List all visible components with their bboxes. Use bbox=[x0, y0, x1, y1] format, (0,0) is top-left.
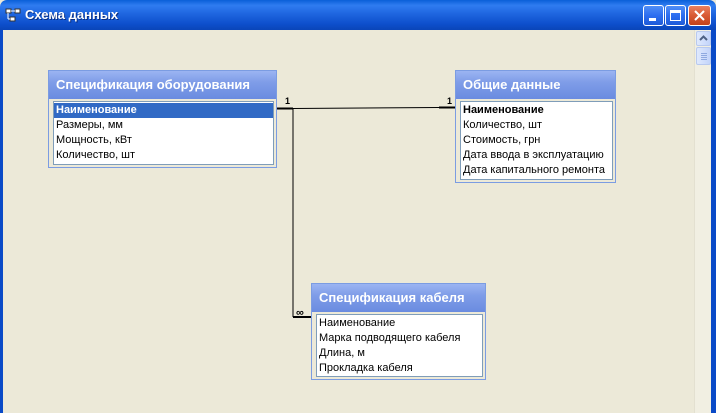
relationships-app-icon bbox=[5, 8, 21, 22]
field-item[interactable]: Наименование bbox=[463, 104, 544, 116]
field-item[interactable]: Количество, шт bbox=[463, 119, 543, 131]
cardinality-one-label: 1 bbox=[447, 96, 453, 106]
arrow-up-icon bbox=[699, 35, 708, 41]
field-item[interactable]: Длина, м bbox=[319, 347, 365, 359]
field-item[interactable]: Прокладка кабеля bbox=[319, 362, 413, 374]
maximize-button[interactable] bbox=[665, 5, 686, 26]
field-item[interactable]: Дата ввода в эксплуатацию bbox=[463, 149, 604, 161]
relationship-equipment-cable[interactable] bbox=[292, 109, 311, 318]
field-item[interactable]: Наименование bbox=[319, 317, 396, 329]
scroll-thumb[interactable] bbox=[696, 47, 711, 65]
maximize-icon bbox=[670, 10, 681, 21]
table-title[interactable]: Общие данные bbox=[456, 71, 615, 99]
relationship-equipment-general[interactable] bbox=[277, 106, 455, 110]
field-list[interactable]: Наименование Марка подводящего кабеля Дл… bbox=[316, 314, 483, 377]
window-frame-right bbox=[711, 30, 716, 413]
table-cable-specification[interactable]: Спецификация кабеля Наименование Марка п… bbox=[311, 283, 486, 380]
field-list[interactable]: Наименование Размеры, мм Мощность, кВт К… bbox=[53, 101, 274, 165]
scroll-up-button[interactable] bbox=[696, 31, 711, 46]
close-button[interactable] bbox=[688, 5, 711, 26]
diagram-canvas[interactable]: 1 1 ∞ Спецификация оборудования Наименов… bbox=[3, 30, 694, 413]
cardinality-many-label: ∞ bbox=[296, 307, 304, 319]
field-item[interactable]: Марка подводящего кабеля bbox=[319, 332, 461, 344]
close-icon bbox=[694, 10, 705, 21]
table-title[interactable]: Спецификация оборудования bbox=[49, 71, 276, 99]
cardinality-one-label: 1 bbox=[285, 96, 291, 106]
minimize-icon bbox=[649, 18, 656, 21]
field-item[interactable]: Размеры, мм bbox=[56, 119, 123, 131]
field-item[interactable]: Дата капитального ремонта bbox=[463, 164, 606, 176]
field-item[interactable]: Количество, шт bbox=[56, 149, 136, 161]
table-equipment-specification[interactable]: Спецификация оборудования Наименование Р… bbox=[48, 70, 277, 168]
minimize-button[interactable] bbox=[643, 5, 664, 26]
window-frame-left bbox=[0, 30, 3, 413]
field-list[interactable]: Наименование Количество, шт Стоимость, г… bbox=[460, 101, 613, 180]
vertical-scrollbar[interactable] bbox=[694, 30, 712, 413]
table-general-data[interactable]: Общие данные Наименование Количество, шт… bbox=[455, 70, 616, 183]
field-item[interactable]: Мощность, кВт bbox=[56, 134, 132, 146]
window-title: Схема данных bbox=[25, 7, 119, 22]
table-title[interactable]: Спецификация кабеля bbox=[312, 284, 485, 312]
title-bar[interactable]: Схема данных bbox=[0, 0, 716, 30]
relationship-lines bbox=[277, 106, 455, 318]
field-item[interactable]: Стоимость, грн bbox=[463, 134, 541, 146]
field-item[interactable]: Наименование bbox=[54, 103, 273, 118]
